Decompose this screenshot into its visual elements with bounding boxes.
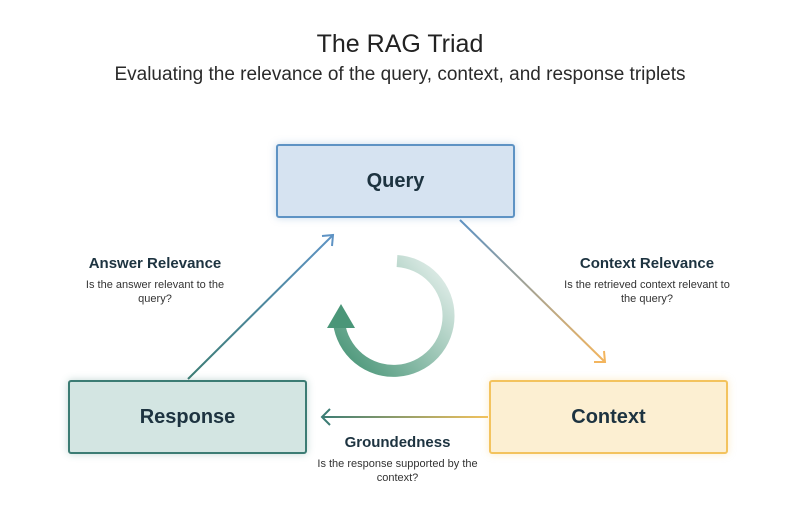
- query-node: Query: [276, 144, 515, 218]
- context-node-label: Context: [571, 405, 646, 428]
- response-node: Response: [68, 380, 307, 454]
- context-node: Context: [489, 380, 728, 454]
- cycle-arrow-icon: [327, 255, 455, 377]
- diagram-subtitle: Evaluating the relevance of the query, c…: [114, 64, 686, 85]
- groundedness-title: Groundedness: [344, 434, 451, 451]
- context-relevance-label: Context Relevance Is the retrieved conte…: [562, 255, 732, 306]
- answer-relevance-label: Answer Relevance Is the answer relevant …: [70, 255, 240, 306]
- answer-relevance-title: Answer Relevance: [88, 255, 222, 272]
- response-node-label: Response: [139, 405, 236, 428]
- groundedness-arrow: [320, 408, 488, 426]
- groundedness-description: Is the response supported by the context…: [317, 458, 478, 484]
- context-relevance-arrow: [459, 219, 607, 363]
- context-relevance-title: Context Relevance: [579, 255, 715, 272]
- diagram-title: The RAG Triad: [316, 30, 484, 58]
- context-relevance-description: Is the retrieved context relevant to the…: [564, 279, 730, 305]
- answer-relevance-arrow: [187, 233, 335, 380]
- groundedness-label: Groundedness Is the response supported b…: [315, 434, 480, 485]
- answer-relevance-description: Is the answer relevant to the query?: [85, 279, 225, 305]
- query-node-label: Query: [366, 169, 425, 192]
